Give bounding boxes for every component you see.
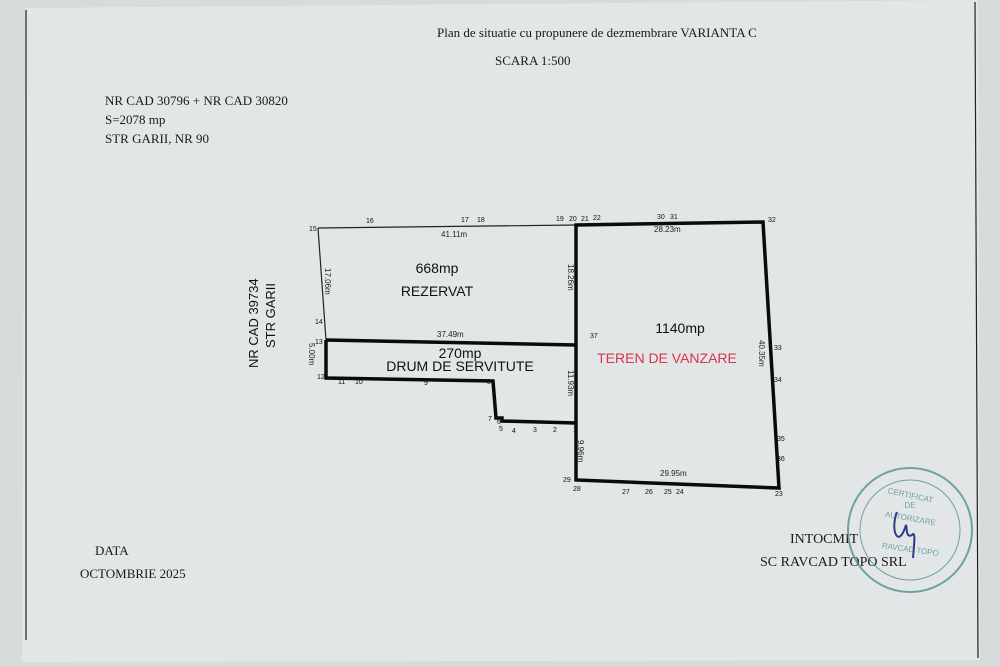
point-12: 12 <box>317 374 325 381</box>
point-10: 10 <box>355 379 363 386</box>
paper-page <box>22 0 980 662</box>
author-value: SC RAVCAD TOPO SRL <box>760 555 907 570</box>
reserved-label: REZERVAT <box>401 283 474 299</box>
property-address: STR GARII, NR 90 <box>105 131 209 146</box>
dim-road-top: 37.49m <box>437 330 464 339</box>
point-16: 16 <box>366 218 374 225</box>
dim-bottom-left-short: 9.96m <box>576 440 585 463</box>
author-label: INTOCMIT <box>790 532 859 547</box>
point-3: 3 <box>533 427 537 434</box>
boundary-reserved-left <box>317 227 327 341</box>
point-13: 13 <box>315 339 323 346</box>
point-22: 22 <box>593 215 601 222</box>
point-30: 30 <box>657 214 665 221</box>
point-25: 25 <box>664 489 672 496</box>
sale-label: TEREN DE VANZARE <box>597 350 737 366</box>
boundary-road-top <box>325 338 577 347</box>
dim-mid-lower: 11.93m <box>566 370 575 396</box>
authorization-stamp: CERTIFICAT DE AUTORIZARE RAVCAD TOPO <box>847 467 973 593</box>
signature <box>893 511 916 559</box>
point-33: 33 <box>774 345 782 352</box>
road-area: 270mp <box>439 345 482 361</box>
point-18: 18 <box>477 217 485 224</box>
point-11: 11 <box>338 379 345 386</box>
point-19: 19 <box>556 216 564 223</box>
dim-road-left: 5.00m <box>307 343 316 366</box>
neighbor-cadastral: NR CAD 39734 <box>246 278 261 368</box>
point-37: 37 <box>590 333 598 340</box>
point-2: 2 <box>553 427 557 434</box>
dim-top-left: 41.11m <box>441 230 467 239</box>
point-31: 31 <box>670 214 678 221</box>
reserved-area: 668mp <box>416 260 459 276</box>
point-26: 26 <box>645 489 653 496</box>
dim-right: 40.35m <box>757 340 766 367</box>
point-28: 28 <box>573 486 581 493</box>
point-21: 21 <box>581 216 589 223</box>
point-35: 35 <box>777 436 785 443</box>
point-5: 5 <box>499 426 503 433</box>
dim-top-right: 28.23m <box>654 225 681 234</box>
dim-bottom-right: 29.95m <box>660 469 687 478</box>
date-value: OCTOMBRIE 2025 <box>80 566 186 581</box>
point-23: 23 <box>775 491 783 498</box>
point-1: 1 <box>573 427 577 434</box>
point-32: 32 <box>768 217 776 224</box>
road-label: DRUM DE SERVITUTE <box>386 358 534 374</box>
neighbor-street: STR GARII <box>263 283 278 348</box>
boundary-road <box>324 340 577 425</box>
point-7: 7 <box>488 416 492 423</box>
sale-area: 1140mp <box>655 320 705 336</box>
boundary-sale-parcel <box>574 220 781 490</box>
point-29: 29 <box>563 477 571 484</box>
property-cadastral: NR CAD 30796 + NR CAD 30820 <box>105 93 288 108</box>
point-8: 8 <box>487 379 491 386</box>
page-border-right <box>974 1 979 659</box>
point-15: 15 <box>309 226 317 233</box>
point-24: 24 <box>676 489 684 496</box>
point-17: 17 <box>461 217 469 224</box>
point-27: 27 <box>622 489 630 496</box>
point-20: 20 <box>569 216 577 223</box>
point-14: 14 <box>315 319 323 326</box>
point-4: 4 <box>512 428 516 435</box>
boundary-reserved-top <box>317 224 577 229</box>
property-area: S=2078 mp <box>105 112 165 127</box>
dim-mid-upper: 18.26m <box>566 264 575 291</box>
point-36: 36 <box>777 456 785 463</box>
plan-title: Plan de situatie cu propunere de dezmemb… <box>437 25 757 40</box>
point-9: 9 <box>424 380 428 387</box>
date-label: DATA <box>95 543 129 558</box>
point-34: 34 <box>774 377 782 384</box>
dim-left: 17.06m <box>323 268 332 295</box>
svg-text:DE: DE <box>904 501 915 510</box>
plan-scale: SCARA 1:500 <box>495 53 571 68</box>
point-6: 6 <box>497 419 501 426</box>
